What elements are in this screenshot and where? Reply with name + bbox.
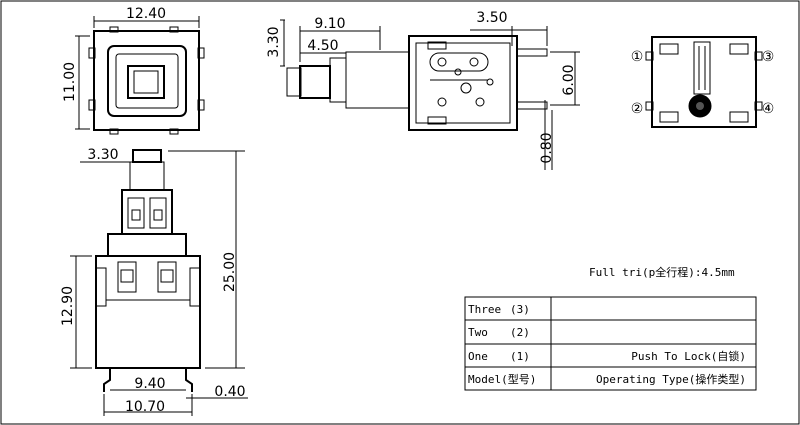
- dim-side-pin-spacing: 6.00: [561, 64, 577, 95]
- dim-front-total-height: 25.00: [222, 252, 238, 292]
- front-view: 3.30 25.00 12.90 9.40 0.40 10.70: [60, 147, 248, 416]
- table-row-value: Push To Lock(自锁): [631, 349, 746, 363]
- bottom-view: ① ② ③ ④: [631, 36, 775, 128]
- dim-front-pin-spacing: 9.40: [134, 376, 165, 392]
- dim-front-pin-thk: 0.40: [214, 384, 245, 400]
- dim-side-pin-thk: 0.80: [539, 132, 555, 163]
- pin-label-1: ①: [631, 49, 644, 65]
- side-view-body: [408, 35, 518, 131]
- spec-table: Three (3) Two (2) One (1) Push To Lock(自…: [464, 296, 757, 391]
- table-row-label: One: [468, 350, 488, 363]
- table-row-label: Two: [468, 326, 488, 339]
- dim-side-plunger-height: 3.30: [266, 26, 282, 57]
- table-row-value: Operating Type(操作类型): [596, 372, 746, 386]
- pin-label-3: ③: [762, 49, 775, 65]
- dim-front-width: 10.70: [125, 399, 165, 415]
- pin-label-4: ④: [762, 101, 775, 117]
- dim-side-plunger-inner: 4.50: [307, 38, 338, 54]
- dim-top-height: 11.00: [62, 62, 78, 102]
- table-row-num: (1): [510, 350, 530, 363]
- travel-note: Full tri(p全行程):4.5mm: [589, 265, 735, 279]
- side-view: 9.10 4.50 3.30 3.50 6.00 0.80: [266, 10, 580, 170]
- table-row-label: Model(型号): [468, 372, 536, 386]
- pin-label-2: ②: [631, 101, 644, 117]
- front-view-body: [95, 255, 201, 369]
- dim-top-width: 12.40: [126, 6, 166, 22]
- dim-front-body-height: 12.90: [60, 286, 76, 326]
- bottom-view-body: [651, 36, 757, 128]
- top-view-body: [93, 30, 200, 131]
- table-row-num: (3): [510, 303, 530, 316]
- top-view: 12.40 11.00: [62, 6, 205, 135]
- dim-front-plunger: 3.30: [87, 147, 118, 163]
- dim-side-pin-len: 3.50: [476, 10, 507, 26]
- table-row-label: Three: [468, 303, 501, 316]
- table-row-num: (2): [510, 326, 530, 339]
- dim-side-length: 9.10: [314, 16, 345, 32]
